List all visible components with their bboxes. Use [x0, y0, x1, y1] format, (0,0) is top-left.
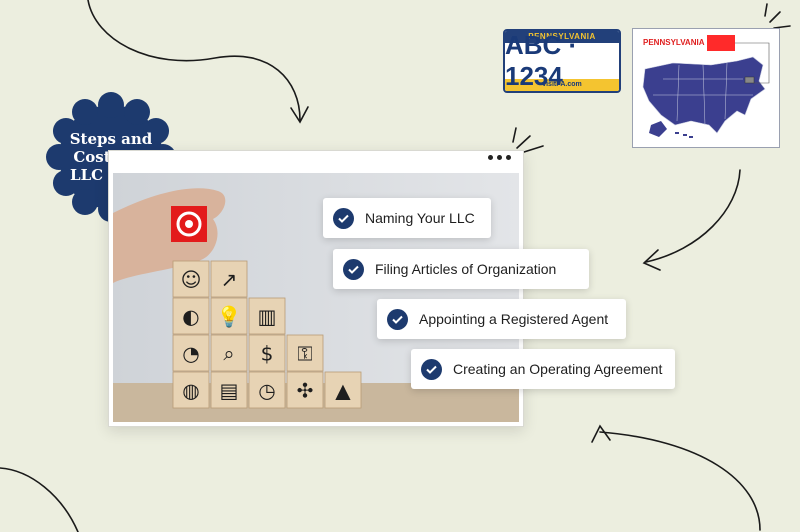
svg-text:$: $	[261, 342, 274, 366]
check-icon	[421, 358, 442, 380]
map-state-label: PENNSYLVANIA	[643, 38, 705, 47]
check-icon	[387, 308, 408, 330]
spark-window	[512, 127, 544, 153]
alaska-shape	[649, 121, 667, 137]
magnifier-icon: ◔	[172, 334, 210, 372]
step-card-2: Filing Articles of Organization	[333, 249, 589, 289]
svg-text:☺: ☺	[181, 268, 202, 292]
idea-person-icon: ☺	[172, 260, 210, 298]
us-map-card: PENNSYLVANIA	[632, 28, 780, 148]
check-icon	[333, 207, 354, 229]
step-card-4: Creating an Operating Agreement	[411, 349, 675, 389]
step-card-3: Appointing a Registered Agent	[377, 299, 626, 339]
step-card-1: Naming Your LLC	[323, 198, 491, 238]
flowchart-icon: ◍	[172, 371, 210, 409]
plate-site: visitPA.com	[505, 79, 619, 91]
step-label: Creating an Operating Agreement	[453, 361, 663, 377]
svg-text:◔: ◔	[182, 342, 199, 366]
plate-number: ABC · 1234	[505, 30, 578, 91]
pyramid-icon: ✣	[286, 371, 324, 409]
us-map	[642, 35, 770, 138]
more-options-icon[interactable]	[488, 155, 511, 160]
svg-text:◐: ◐	[182, 305, 199, 329]
clock-icon: ▤	[210, 371, 248, 409]
target-icon	[171, 206, 207, 242]
arc-bottom-left	[0, 467, 79, 532]
step-label: Naming Your LLC	[365, 210, 475, 226]
check-icon	[343, 258, 364, 280]
svg-text:▥: ▥	[258, 305, 277, 329]
step-label: Appointing a Registered Agent	[419, 311, 609, 327]
svg-text:▤: ▤	[220, 379, 239, 403]
svg-text:⚿: ⚿	[297, 342, 312, 366]
window-title-bar	[109, 151, 523, 173]
svg-text:▲: ▲	[335, 379, 351, 403]
block-icon: ▲	[324, 371, 362, 409]
svg-text:⌕: ⌕	[223, 342, 234, 366]
svg-text:💡: 💡	[217, 305, 242, 329]
svg-text:✣: ✣	[297, 379, 314, 403]
pennsylvania-highlight	[707, 35, 735, 51]
money-bag-icon: ⌕	[210, 334, 248, 372]
puzzle-icon: ⚿	[286, 334, 324, 372]
gear-bulb-icon: ◐	[172, 297, 210, 335]
svg-text:↗: ↗	[221, 268, 238, 292]
key-icon: ◷	[248, 371, 286, 409]
svg-text:◍: ◍	[182, 379, 199, 403]
step-label: Filing Articles of Organization	[375, 261, 557, 277]
arrow-right	[645, 169, 741, 263]
spark-map	[764, 3, 791, 29]
bar-chart-icon: 💡	[210, 297, 248, 335]
pie-chart-icon: ▥	[248, 297, 286, 335]
arrow-bottom-right	[599, 431, 761, 531]
chart-line-icon: ↗	[210, 260, 248, 298]
pennsylvania-license-plate: PENNSYLVANIA ABC · 1234 visitPA.com	[503, 29, 621, 93]
globe-gear-icon: $	[248, 334, 286, 372]
hawaii-shape	[675, 132, 693, 138]
plate-state: PENNSYLVANIA	[505, 31, 619, 43]
svg-text:◷: ◷	[258, 379, 275, 403]
